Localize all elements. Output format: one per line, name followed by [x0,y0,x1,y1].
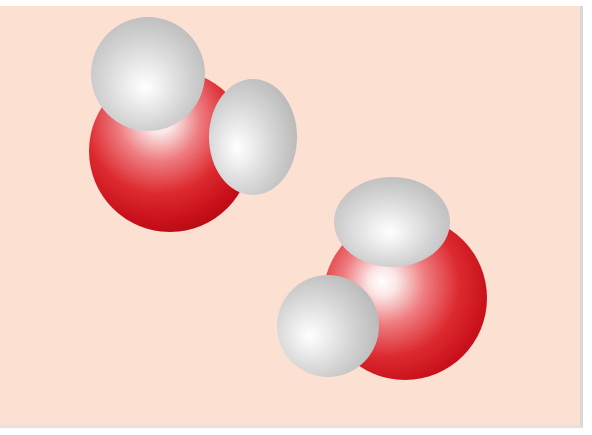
water-molecule-2 [277,177,487,380]
molecule-illustration [89,17,487,380]
hydrogen-atom [277,275,379,377]
hydrogen-atom [334,177,450,267]
molecule-illustration-panel [0,6,583,428]
hydrogen-atom [209,79,297,195]
hydrogen-atom [91,17,205,131]
water-molecule-1 [89,17,297,232]
